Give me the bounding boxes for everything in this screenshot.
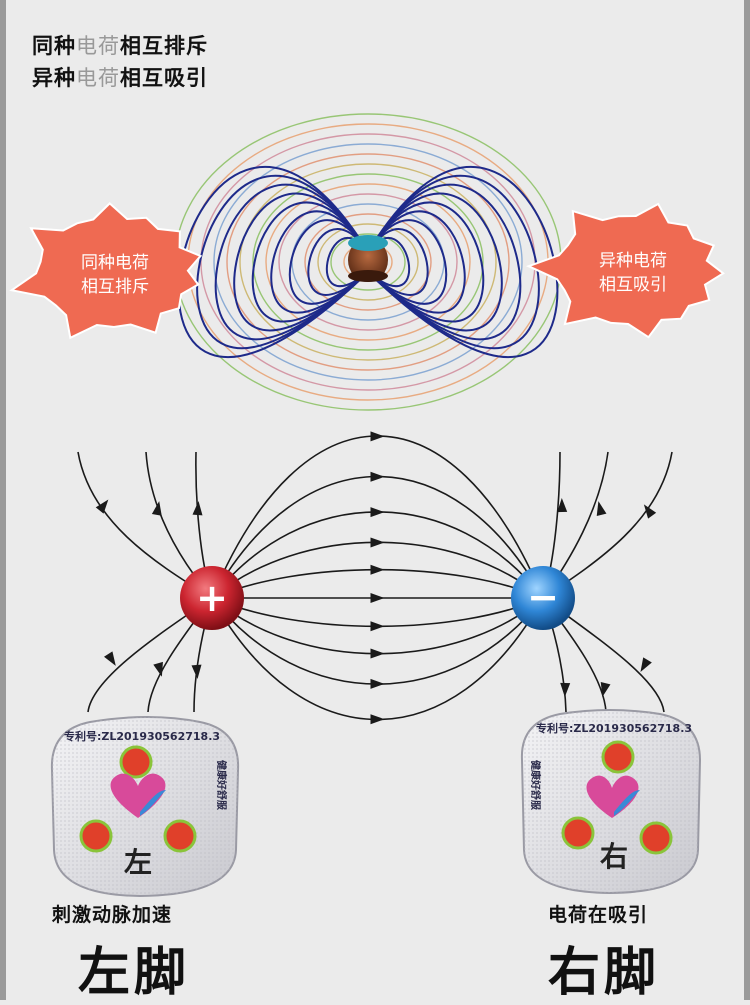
field-line bbox=[211, 597, 544, 628]
arrow-icon bbox=[370, 471, 385, 482]
positive-charge: + bbox=[180, 566, 244, 630]
magnet-field-loop bbox=[214, 183, 369, 341]
svg-text:右: 右 bbox=[600, 840, 628, 873]
right-edge-strip bbox=[744, 0, 750, 1000]
svg-text:左: 左 bbox=[124, 846, 152, 879]
magnet-ring bbox=[304, 213, 432, 311]
magnet-ring bbox=[317, 223, 419, 301]
page-title: 同种电荷相互排斥 异种电荷相互吸引 bbox=[32, 30, 208, 94]
red-dot bbox=[163, 819, 197, 853]
negative-charge: − bbox=[511, 566, 575, 630]
arrow-icon bbox=[370, 431, 385, 442]
magnet-field-loop bbox=[367, 219, 448, 305]
arrow-icon bbox=[600, 682, 611, 697]
arrow-icon bbox=[557, 498, 568, 513]
plus-icon: + bbox=[196, 576, 228, 620]
arrow-icon bbox=[95, 499, 109, 514]
magnet-ring bbox=[239, 163, 497, 361]
magnet-field-loop bbox=[367, 174, 540, 350]
red-dot bbox=[601, 740, 635, 774]
svg-text:健康好舒服: 健康好舒服 bbox=[215, 760, 228, 811]
magnet-ring bbox=[213, 143, 523, 381]
red-dot bbox=[79, 819, 113, 853]
magnet-field-loop bbox=[288, 219, 369, 305]
field-line bbox=[211, 435, 544, 599]
heart-logo-icon bbox=[110, 773, 166, 818]
red-dot bbox=[639, 821, 673, 855]
magnet-core bbox=[348, 235, 388, 282]
arrow-icon bbox=[370, 714, 385, 725]
title-line-1: 同种电荷相互排斥 bbox=[32, 34, 208, 58]
magnet-field-loop bbox=[367, 192, 503, 332]
field-line bbox=[211, 597, 544, 685]
magnet-ring bbox=[200, 133, 536, 391]
magnet-ring bbox=[226, 153, 510, 371]
magnet-field-loop bbox=[196, 174, 369, 350]
arrow-icon bbox=[370, 621, 385, 632]
arrow-icon bbox=[370, 507, 385, 518]
magnet-field-loop bbox=[367, 201, 485, 323]
magnet-field-loop bbox=[367, 228, 429, 296]
left-caption-big: 左脚 bbox=[78, 943, 191, 1003]
arrow-icon bbox=[643, 504, 657, 519]
minus-icon: − bbox=[527, 575, 559, 619]
magnet-ring bbox=[252, 173, 484, 351]
magnet-field-loop bbox=[307, 228, 369, 296]
arrow-icon bbox=[153, 661, 163, 677]
magnet-ring bbox=[278, 193, 458, 331]
red-dot bbox=[119, 745, 153, 779]
right-sock-patch: 专利号:ZL201930562718.3 健康好舒服 右 bbox=[520, 709, 702, 895]
magnet-field-loop bbox=[251, 201, 369, 323]
arrow-icon bbox=[560, 682, 571, 697]
right-caption-big: 右脚 bbox=[548, 943, 661, 1003]
field-line bbox=[211, 597, 544, 721]
svg-text:相互吸引: 相互吸引 bbox=[599, 275, 667, 295]
svg-text:专利号:ZL201930562718.3: 专利号:ZL201930562718.3 bbox=[64, 729, 220, 743]
heart-logo-icon bbox=[586, 775, 640, 818]
svg-text:专利号:ZL201930562718.3: 专利号:ZL201930562718.3 bbox=[536, 721, 692, 735]
magnet-field-loop bbox=[270, 210, 369, 314]
magnet-ring bbox=[265, 183, 471, 341]
arrow-icon bbox=[370, 678, 385, 689]
arrow-icon bbox=[596, 501, 607, 516]
burst-like-charges-repel: 同种电荷 相互排斥 bbox=[9, 202, 203, 340]
magnet-field-loop bbox=[367, 183, 522, 341]
arrow-icon bbox=[151, 501, 162, 516]
arrow-icon bbox=[640, 657, 652, 673]
magnet-ring bbox=[330, 233, 406, 291]
arrow-icon bbox=[370, 648, 385, 659]
svg-text:同种电荷: 同种电荷 bbox=[81, 253, 149, 273]
field-line bbox=[211, 568, 544, 599]
magnet-field-loop bbox=[233, 192, 369, 332]
right-caption-small: 电荷在吸引 bbox=[548, 904, 649, 926]
arrow-icon bbox=[370, 537, 385, 548]
left-caption-small: 刺激动脉加速 bbox=[52, 904, 173, 926]
magnet-field-loop bbox=[367, 210, 466, 314]
burst-unlike-charges-attract: 异种电荷 相互吸引 bbox=[525, 202, 725, 339]
arrow-icon bbox=[191, 664, 202, 679]
field-line bbox=[211, 475, 544, 599]
arrow-icon bbox=[192, 501, 203, 516]
magnet-field-lines bbox=[174, 113, 562, 411]
arrow-icon bbox=[370, 593, 385, 603]
svg-text:异种电荷: 异种电荷 bbox=[599, 251, 667, 271]
arrow-icon bbox=[104, 651, 116, 666]
red-dot bbox=[561, 816, 595, 850]
svg-text:相互排斥: 相互排斥 bbox=[81, 277, 149, 297]
electric-field-lines bbox=[77, 431, 673, 725]
field-line bbox=[211, 511, 544, 599]
svg-text:健康好舒服: 健康好舒服 bbox=[529, 760, 542, 811]
title-line-2: 异种电荷相互吸引 bbox=[32, 66, 208, 90]
arrow-icon bbox=[370, 564, 385, 575]
left-sock-patch: 专利号:ZL201930562718.3 健康好舒服 左 bbox=[50, 716, 240, 898]
left-edge-strip bbox=[0, 0, 6, 1000]
